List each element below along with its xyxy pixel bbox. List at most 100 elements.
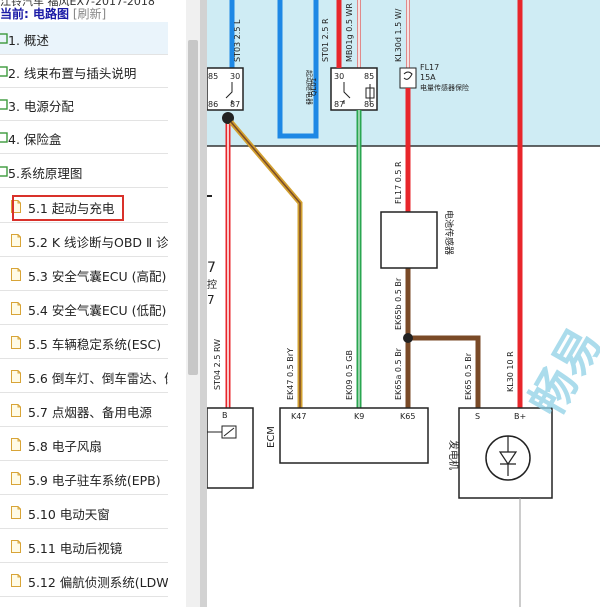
fuse-fl17[interactable]: [399, 67, 417, 89]
sidebar-nav: 江铃汽车 福风EX7-2017-2018 当前: 电路图 [刷新] 1. 概述 …: [0, 0, 200, 607]
nav-item-label: 2. 线束布置与插头说明: [8, 66, 137, 81]
document-icon: [11, 336, 21, 349]
left-fragment-3: 7: [207, 293, 215, 307]
refresh-link[interactable]: [刷新]: [72, 7, 107, 21]
nav-item-fuse-box[interactable]: 4. 保险盒: [0, 121, 168, 154]
document-icon: [11, 574, 21, 587]
relay1-pin-85: 85: [208, 72, 218, 81]
fuse-symbol-icon: [403, 71, 413, 80]
nav-item-label: 5.6 倒车灯、倒车雷达、倒车: [28, 371, 168, 386]
label-ek65: EK65 0.5 Br: [464, 352, 473, 400]
nav-item-label: 5.12 偏航侦测系统(LDWS): [28, 575, 168, 590]
relay1-pin-86: 86: [208, 100, 218, 109]
label-st01: ST01 2.5 R: [321, 18, 330, 62]
wiring-diagram[interactable]: 85 30 86 87 30 85 87 86 起动继电器 QL01 FL17 …: [207, 0, 600, 607]
nav-item-mirrors[interactable]: 5.11 电动后视镜: [0, 530, 168, 563]
nav-item-ldws[interactable]: 5.12 偏航侦测系统(LDWS): [0, 564, 168, 597]
alternator-label: 发电机: [447, 440, 460, 470]
nav-item-label: 5.1 起动与充电: [28, 201, 115, 216]
document-icon: [11, 506, 21, 519]
starter-connector[interactable]: [207, 407, 254, 489]
relay1-pin-87: 87: [230, 100, 240, 109]
label-ek47: EK47 0.5 BrY: [286, 348, 295, 400]
nav-item-reverse[interactable]: 5.6 倒车灯、倒车雷达、倒车: [0, 360, 168, 393]
nav-item-label: 5.10 电动天窗: [28, 507, 110, 522]
document-icon: [11, 540, 21, 553]
fuse-description: 电量传感器保险: [420, 83, 469, 92]
wire-junction: [222, 112, 234, 124]
nav-item-label: 5.8 电子风扇: [28, 439, 102, 454]
relay2-pin-86: 86: [364, 100, 374, 109]
folder-icon: [0, 33, 8, 44]
nav-item-epb[interactable]: 5.9 电子驻车系统(EPB): [0, 462, 168, 495]
relay1-pin-30: 30: [230, 72, 240, 81]
nav-item-label: 5.7 点烟器、备用电源: [28, 405, 152, 420]
document-icon: [11, 268, 21, 281]
nav-item-label: 4. 保险盒: [8, 132, 62, 147]
document-icon: [11, 438, 21, 451]
relay2-caption: 起动继电器: [305, 70, 314, 105]
ecm-pin-k9: K9: [354, 412, 364, 421]
title-fragment: 江铃汽车 福风EX7-2017-2018: [0, 0, 155, 8]
nav-item-esc[interactable]: 5.5 车辆稳定系统(ESC): [0, 326, 168, 359]
relay2-code: QL01: [310, 78, 318, 96]
relay2-pin-30: 30: [334, 72, 344, 81]
relay2-pin-85: 85: [364, 72, 374, 81]
starter-pin-b: B: [222, 411, 228, 420]
nav-item-kline-obd[interactable]: 5.2 K 线诊断与OBD Ⅱ 诊断接: [0, 224, 168, 257]
breadcrumb-bar: 江铃汽车 福风EX7-2017-2018 当前: 电路图 [刷新]: [0, 0, 200, 22]
relay1-switch-icon: [225, 82, 233, 104]
relay-1[interactable]: [207, 67, 244, 111]
wire-junction-ek65: [403, 333, 413, 343]
selection-highlight-box: [12, 195, 124, 221]
alternator-pin-s: S: [475, 412, 480, 421]
fuse-rating: 15A: [420, 73, 436, 82]
nav-item-label: 5.3 安全气囊ECU (高配): [28, 269, 167, 284]
document-icon: [11, 472, 21, 485]
document-icon: [11, 302, 21, 315]
relay2-pin-87: 87: [334, 100, 344, 109]
ecm-pin-k47: K47: [291, 412, 306, 421]
nav-item-label: 5.5 车辆稳定系统(ESC): [28, 337, 162, 352]
current-location-label: 当前: 电路图: [0, 7, 69, 21]
nav-item-airbag-high[interactable]: 5.3 安全气囊ECU (高配): [0, 258, 168, 291]
label-st03: ST03 2.5 L: [233, 19, 242, 62]
scrollbar-thumb[interactable]: [188, 40, 198, 375]
label-kl30d: KL30d 1.5 W/: [394, 8, 403, 62]
nav-item-label: 1. 概述: [8, 33, 49, 48]
left-fragment-2: 控: [207, 278, 217, 291]
battery-sensor[interactable]: [380, 211, 438, 269]
label-kl30: KL30 10 R: [506, 351, 515, 392]
nav-item-airbag-low[interactable]: 5.4 安全气囊ECU (低配): [0, 292, 168, 325]
label-ek65b: EK65b 0.5 Br: [394, 277, 403, 330]
fuse-name: FL17: [420, 63, 439, 72]
wire-ek65-brown: [408, 335, 481, 408]
nav-item-label: 5.9 电子驻车系统(EPB): [28, 473, 161, 488]
label-st04: ST04 2.5 RW: [213, 339, 222, 390]
nav-item-label: 5.系统原理图: [8, 166, 83, 181]
nav-item-power-distribution[interactable]: 3. 电源分配: [0, 88, 168, 121]
wire-ek47-stripe: [230, 121, 301, 408]
folder-icon: [0, 132, 8, 143]
nav-item-fan[interactable]: 5.8 电子风扇: [0, 428, 168, 461]
nav-item-system-schematics[interactable]: 5.系统原理图: [0, 155, 168, 188]
pane-divider[interactable]: [200, 0, 207, 607]
nav-item-cigarette[interactable]: 5.7 点烟器、备用电源: [0, 394, 168, 427]
folder-icon: [0, 99, 8, 110]
ecm-module[interactable]: [279, 407, 429, 464]
nav-item-label: 5.11 电动后视镜: [28, 541, 123, 556]
battery-sensor-label: 电池传感器: [443, 210, 455, 255]
nav-item-label: 5.2 K 线诊断与OBD Ⅱ 诊断接: [28, 235, 168, 250]
left-fragment-1: 7: [207, 260, 216, 276]
nav-item-harness-layout[interactable]: 2. 线束布置与插头说明: [0, 55, 168, 88]
label-mb01g: MB01g 0.5 WR: [345, 3, 354, 62]
relay2-switch-icon: [343, 82, 371, 104]
nav-item-sunroof[interactable]: 5.10 电动天窗: [0, 496, 168, 529]
relay-2[interactable]: [330, 67, 378, 111]
label-fl17: FL17 0.5 R: [394, 161, 403, 204]
folder-icon: [0, 166, 8, 177]
alternator-pin-bplus: B+: [514, 412, 526, 421]
ecm-label: ECM: [266, 426, 277, 448]
nav-item-overview[interactable]: 1. 概述: [0, 22, 168, 55]
nav-item-label: 3. 电源分配: [8, 99, 74, 114]
